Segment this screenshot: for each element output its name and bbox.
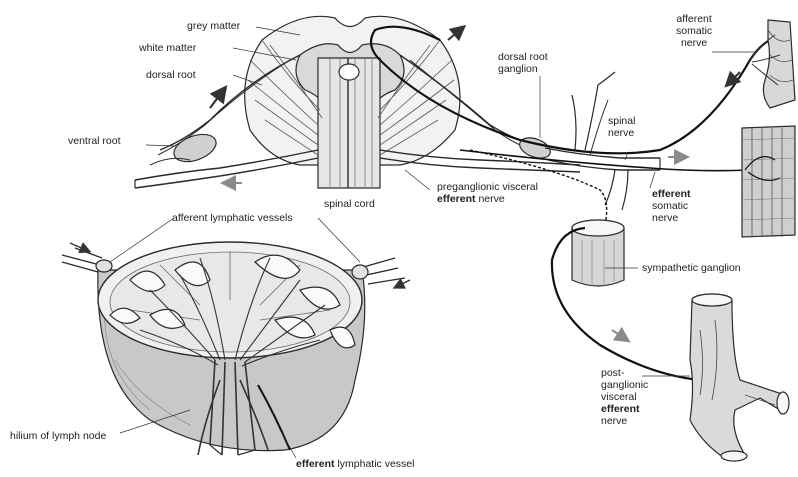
label-preganglionic-line1: preganglionic visceral [437, 181, 538, 193]
lymph-node-section [62, 242, 410, 455]
label-afferent-somatic-line2: somatic [676, 25, 712, 37]
label-spinal-nerve-line2: nerve [608, 127, 635, 139]
label-spinal-nerve-line1: spinal [608, 115, 635, 127]
label-preganglionic-efferent: efferent [437, 193, 476, 205]
skin-tissue [750, 20, 795, 108]
label-spinal-cord: spinal cord [324, 198, 375, 210]
label-efferent-lymphatic-vessel: efferent lymphatic vessel [296, 458, 414, 470]
label-sympathetic-ganglion: sympathetic ganglion [642, 262, 741, 274]
label-efferent-somatic-nerve: efferent somatic nerve [652, 188, 691, 224]
label-preganglionic-line2: efferent nerve [437, 193, 538, 205]
label-preganglionic: preganglionic visceral efferent nerve [437, 181, 538, 205]
arrow-lymph-right [398, 280, 410, 286]
label-dorsal-root-ganglion-line1: dorsal root [498, 51, 548, 63]
arrow-post [612, 330, 624, 338]
arrow-up-dorsal [210, 92, 222, 108]
label-afferent-lymphatic-vessels: afferent lymphatic vessels [172, 212, 293, 224]
label-postganglionic: post- ganglionic visceral efferent nerve [601, 367, 648, 427]
label-white-matter: white matter [139, 42, 196, 54]
label-efferent-somatic-line1: efferent [652, 188, 691, 200]
muscle-tissue [742, 126, 795, 237]
label-post-line2: ganglionic [601, 379, 648, 391]
label-ventral-root: ventral root [68, 135, 121, 147]
label-post-line4: efferent [601, 403, 640, 415]
label-efferent-somatic-line3: nerve [652, 212, 691, 224]
label-dorsal-root: dorsal root [146, 69, 196, 81]
label-efferent-lymph-rest: lymphatic vessel [337, 458, 414, 470]
label-preganglionic-nerve: nerve [478, 193, 504, 205]
left-dorsal-root-ganglion [170, 129, 220, 167]
label-afferent-somatic-line1: afferent [676, 13, 712, 25]
label-efferent-lymph-bold: efferent [296, 458, 335, 470]
label-post-line3: visceral [601, 391, 648, 403]
blood-vessel [690, 294, 789, 461]
label-afferent-somatic-line3: nerve [676, 37, 712, 49]
label-hilium: hilium of lymph node [10, 430, 106, 442]
label-afferent-somatic-nerve: afferent somatic nerve [676, 13, 712, 49]
arrow-top-right [448, 30, 460, 40]
label-efferent-somatic-line2: somatic [652, 200, 691, 212]
label-post-line1: post- [601, 367, 648, 379]
label-grey-matter: grey matter [187, 20, 240, 32]
label-dorsal-root-ganglion: dorsal root ganglion [498, 51, 548, 75]
sympathetic-ganglion-shape [572, 220, 624, 286]
label-post-line5: nerve [601, 415, 648, 427]
label-spinal-nerve: spinal nerve [608, 115, 635, 139]
label-dorsal-root-ganglion-line2: ganglion [498, 63, 548, 75]
